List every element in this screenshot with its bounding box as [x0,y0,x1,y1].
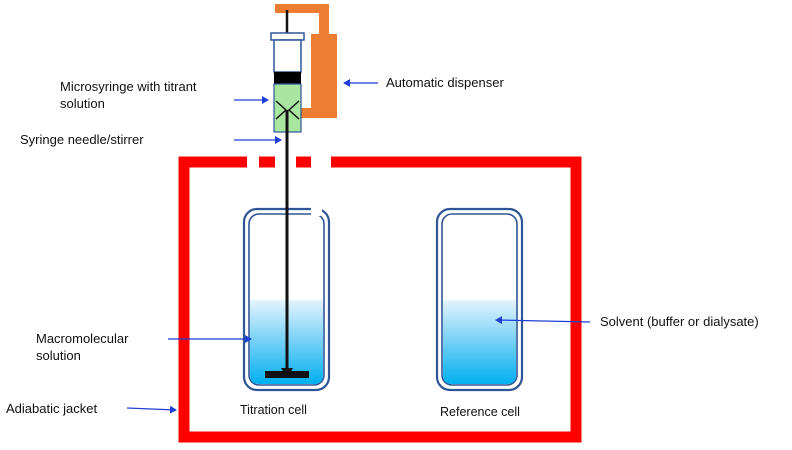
microsyringe-label-line1: Microsyringe with titrant [60,79,197,94]
syringe-needle-label: Syringe needle/stirrer [20,132,144,147]
adiabatic-jacket-label: Adiabatic jacket [6,401,98,416]
reference-cell [435,207,524,392]
label-arrows [126,79,591,414]
stirrer-paddle-icon [265,368,309,378]
automatic-dispenser-label: Automatic dispenser [386,75,504,90]
titration-cell-label: Titration cell [240,403,307,417]
adiabatic-jacket [178,156,582,443]
automatic-dispenser [275,4,337,118]
arrow-solvent [495,316,591,325]
arrow-jacket [126,405,177,414]
reference-cell-label: Reference cell [440,405,520,419]
solvent-label: Solvent (buffer or dialysate) [600,314,759,329]
macromolecular-label-line2: solution [36,348,81,363]
reference-solvent [443,300,516,384]
microsyringe-icon [270,10,305,133]
macromolecular-label-line1: Macromolecular [36,331,129,346]
microsyringe-label-line2: solution [60,96,105,111]
